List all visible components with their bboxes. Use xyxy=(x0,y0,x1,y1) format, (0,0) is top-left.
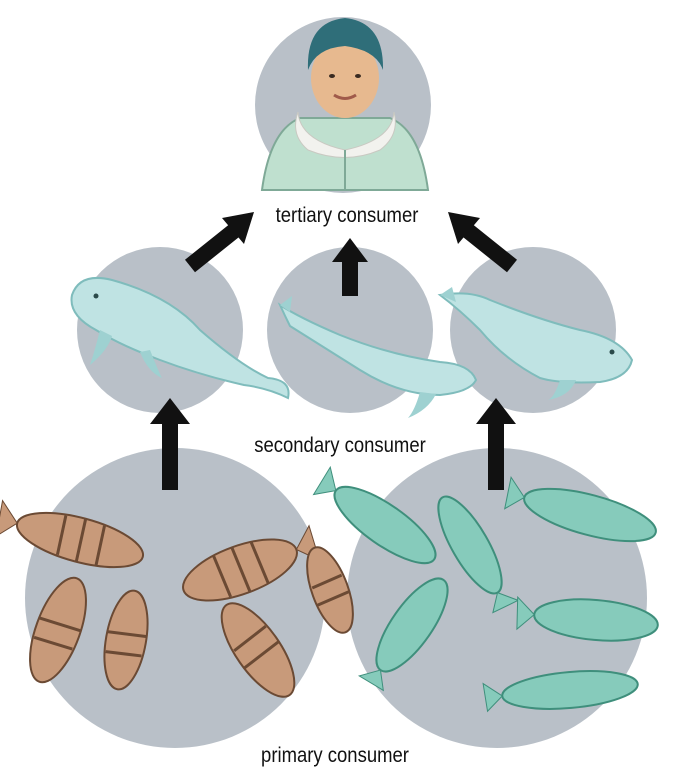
primary-consumer-label: primary consumer xyxy=(229,744,440,768)
tertiary-consumer-label: tertiary consumer xyxy=(246,204,448,228)
arrow-left-to-tertiary xyxy=(190,212,254,266)
arrow-right-to-tertiary xyxy=(448,212,512,266)
secondary-consumer-label: secondary consumer xyxy=(226,434,455,458)
